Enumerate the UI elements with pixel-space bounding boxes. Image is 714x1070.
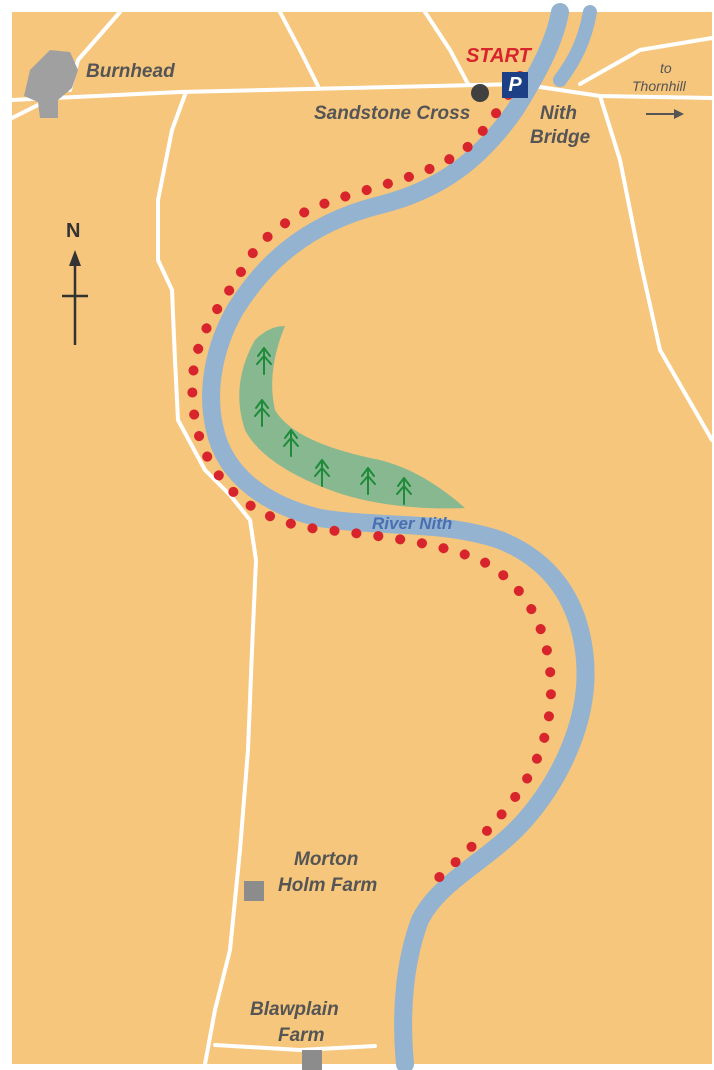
road-thornhill-north [578, 36, 714, 86]
place-morton-line1: Morton [294, 849, 359, 870]
north-arrow-icon [62, 250, 88, 345]
place-nith-bridge-line2: Bridge [530, 127, 591, 148]
walking-route [187, 71, 556, 895]
road-blawplain [213, 1043, 377, 1052]
road-north-3 [423, 10, 470, 86]
river-label: River Nith [372, 514, 453, 533]
cross-marker-icon [471, 84, 489, 102]
river-upper-channel [553, 5, 597, 87]
north-label: N [66, 220, 81, 242]
farm-square-icon [302, 1050, 322, 1070]
place-to: to [660, 60, 672, 76]
tree-icon [283, 429, 299, 457]
start-label: START [466, 45, 531, 67]
place-blawplain-line2: Farm [278, 1025, 325, 1046]
tree-icon [254, 399, 270, 427]
place-nith-bridge-line1: Nith [540, 103, 577, 124]
settlement-burnhead [24, 50, 78, 118]
road-east [598, 94, 714, 442]
land-area [12, 12, 712, 1064]
tree-icon [314, 459, 330, 487]
tree-icon [256, 347, 272, 375]
woodland-area [239, 326, 465, 509]
parking-icon: P [502, 72, 528, 98]
place-thornhill: Thornhill [632, 78, 686, 94]
farm-square-icon [244, 881, 264, 901]
river-nith [202, 3, 595, 1070]
tree-icon [360, 467, 376, 495]
road-north-2 [278, 10, 320, 88]
place-sandstone-cross: Sandstone Cross [314, 103, 471, 124]
road-nw [10, 102, 42, 120]
place-blawplain-line1: Blawplain [250, 999, 339, 1020]
place-morton-line2: Holm Farm [278, 875, 378, 896]
tree-icon [396, 477, 412, 505]
place-burnhead: Burnhead [86, 61, 175, 82]
tree-icons [254, 347, 412, 505]
direction-arrow-icon [646, 109, 684, 119]
